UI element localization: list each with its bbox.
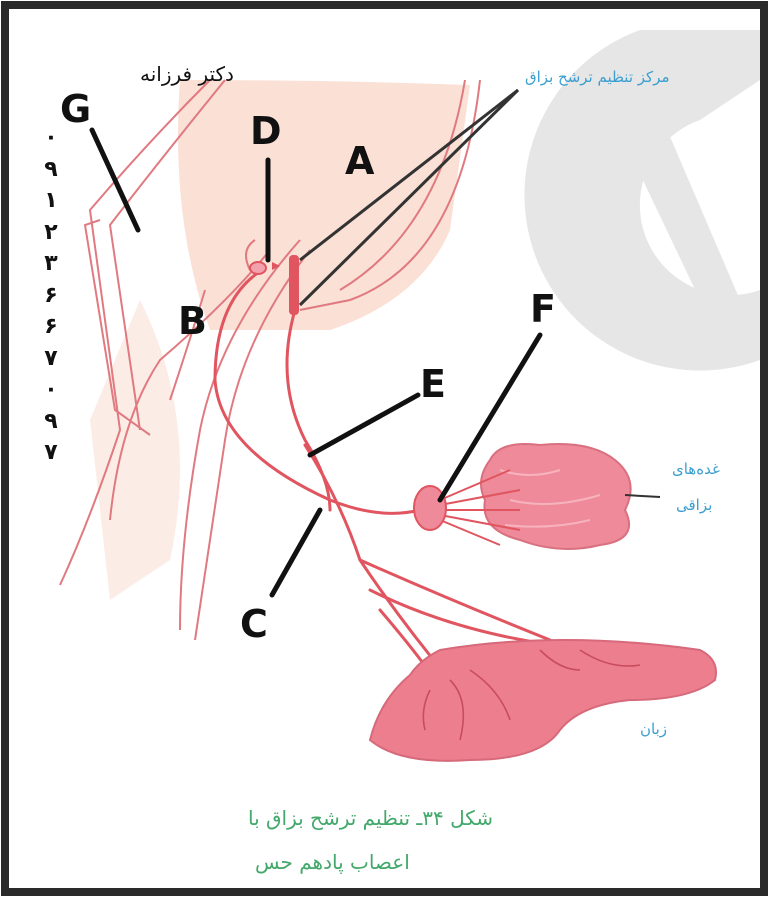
phone-digit: ۶ [44,280,57,312]
ganglion-f [414,486,446,530]
phone-digit: ۹ [44,154,57,186]
salivary-glands-label-2: بزاقی [676,498,712,513]
label-a: A [345,142,374,180]
pointer-e [310,395,418,455]
label-b: B [178,302,207,340]
label-d: D [250,112,282,150]
salivary-glands-label-1: غده‌های [672,462,720,477]
phone-digit: ۲ [44,217,57,249]
saliva-center-label: مرکز تنظیم ترشح بزاق [525,70,670,85]
salivary-gland [481,444,631,549]
label-g: G [60,90,91,128]
tongue-label: زبان [640,722,667,737]
phone-digit: ۷ [44,343,57,375]
author-name: دکتر فرزانه [140,64,234,84]
pointer-g [92,130,138,230]
label-e: E [420,365,446,403]
face-tissue [178,80,470,330]
phone-digit: ۱ [44,185,57,217]
phone-digit: ۰ [44,122,57,154]
caption-line-2: اعصاب پادهم حس [255,852,410,872]
center-marker-a [289,255,299,315]
phone-digits: ۰ ۹ ۱ ۲ ۳ ۶ ۶ ۷ ۰ ۹ ۷ [40,122,62,469]
phone-digit: ۷ [44,437,57,469]
center-marker-d [250,262,266,274]
pointer-c [272,510,320,595]
label-f: F [530,290,556,328]
phone-digit: ۹ [44,406,57,438]
caption-line-1: شکل ۳۴ـ تنظیم ترشح بزاق با [248,808,493,828]
tongue [370,640,716,761]
phone-digit: ۰ [44,374,57,406]
label-c: C [240,605,268,643]
phone-digit: ۳ [44,248,57,280]
phone-digit: ۶ [44,311,57,343]
nerve-trunk-c [305,445,450,680]
